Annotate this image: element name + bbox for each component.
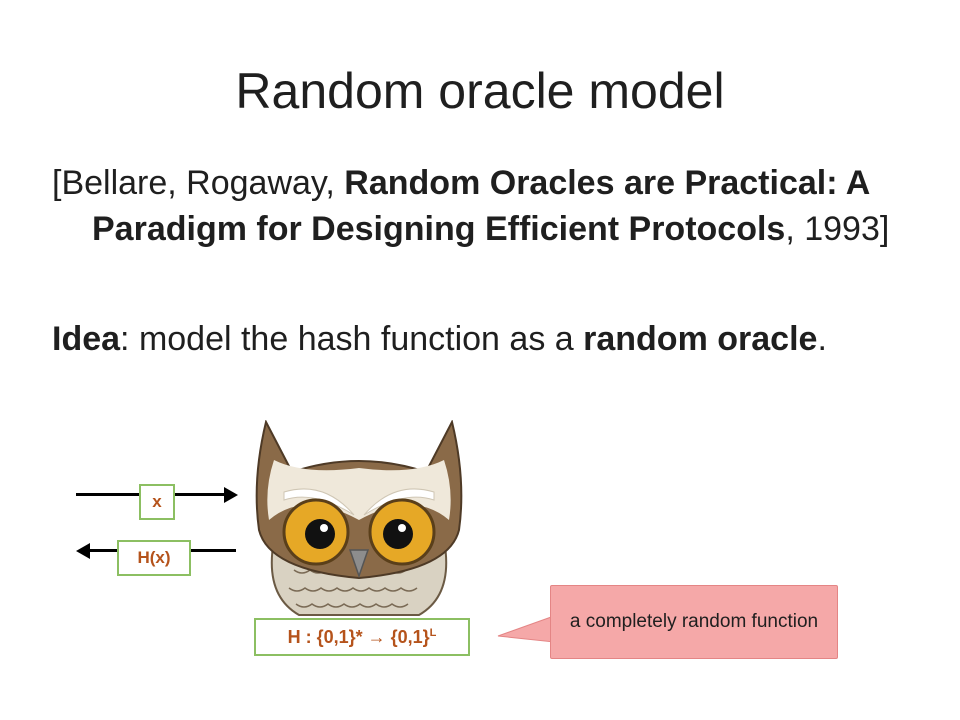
callout-text: a completely random function [569,611,819,632]
function-signature: H : {0,1}* → {0,1} [287,626,430,647]
output-label-box: H(x) [117,540,191,576]
owl-icon [255,420,463,616]
function-label-box: H : {0,1}* → {0,1}L [254,618,470,656]
idea-end: . [817,320,827,358]
idea-middle: : model the hash function as a [120,320,584,358]
idea-lead: Idea [52,320,121,358]
function-label: H : {0,1}* → {0,1}L [288,627,437,648]
output-arrow-head [76,543,90,559]
paper-title: Random Oracles are Practical: A Paradigm… [92,164,870,248]
idea-emphasis: random oracle [583,320,818,358]
citation-open: [Bellare, Rogaway, [52,164,345,202]
output-label: H(x) [137,548,171,567]
slide-title: Random oracle model [235,63,725,119]
callout-tail [497,615,555,643]
function-superscript: L [429,626,437,639]
citation-close: , 1993] [785,210,890,248]
input-label-box: x [139,484,175,520]
input-label: x [152,492,162,511]
callout-bubble: a completely random function [550,585,838,659]
input-arrow-head [224,487,238,503]
idea-text: Idea: model the hash function as a rando… [52,316,912,362]
citation-text: [Bellare, Rogaway, Random Oracles are Pr… [52,160,952,252]
